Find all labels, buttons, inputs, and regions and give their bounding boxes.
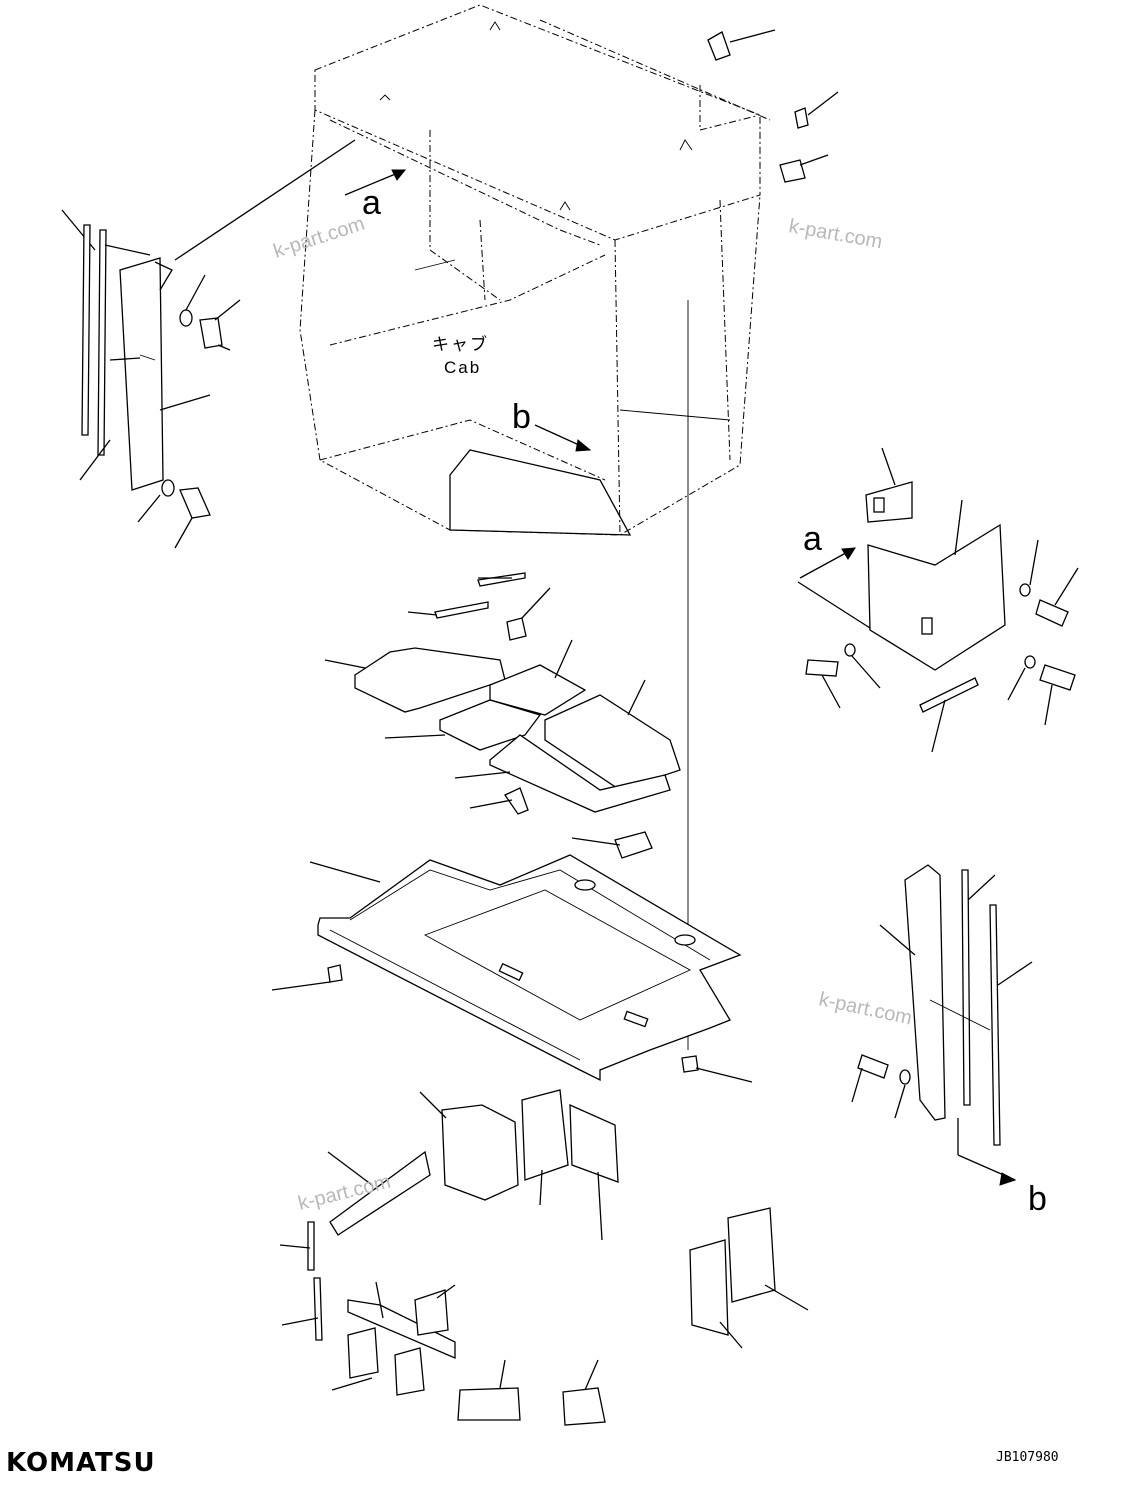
cab-label-english: Cab — [444, 358, 481, 377]
right-pillar-group — [851, 864, 1033, 1186]
drawing-code: JB107980 — [996, 1450, 1059, 1465]
lower-covers — [279, 1089, 809, 1426]
watermark-1: k-part.com — [271, 213, 368, 263]
cab-label-japanese: キャブ — [432, 334, 489, 354]
ref-label-a-cab: a — [362, 184, 381, 222]
komatsu-logo: KOMATSU — [6, 1448, 156, 1478]
floor-plate — [271, 854, 753, 1083]
top-right-clips — [707, 29, 839, 183]
watermark-2: k-part.com — [787, 215, 884, 253]
ref-label-b-pillar: b — [1028, 1180, 1047, 1218]
watermark-3: k-part.com — [817, 988, 914, 1029]
ref-label-a-panel: a — [803, 520, 822, 558]
ref-label-b-cab: b — [512, 398, 531, 436]
left-pillar-group — [61, 139, 356, 549]
right-back-panel — [797, 447, 1079, 753]
floor-mat-upper — [324, 572, 681, 859]
